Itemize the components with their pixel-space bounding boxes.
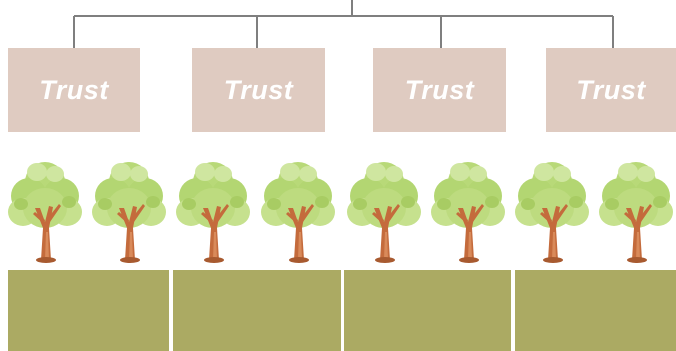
tree-icon xyxy=(176,162,250,263)
tree-icon xyxy=(261,162,335,263)
tree-icon xyxy=(347,162,421,263)
tree-icon xyxy=(8,162,82,263)
trust-box-1: Trust xyxy=(8,48,140,132)
trust-box-2: Trust xyxy=(192,48,325,132)
trust-label: Trust xyxy=(576,74,646,105)
tree-icon xyxy=(515,162,589,263)
trust-label: Trust xyxy=(223,74,294,105)
trust-label: Trust xyxy=(404,74,475,105)
base-block-3 xyxy=(344,270,511,351)
base-block-2 xyxy=(173,270,341,351)
tree-icon xyxy=(431,162,505,263)
base-block-4 xyxy=(515,270,676,351)
trust-box-3: Trust xyxy=(373,48,506,132)
tree-icon xyxy=(599,162,673,263)
trust-box-4: Trust xyxy=(546,48,676,132)
base-block-1 xyxy=(8,270,169,351)
tree-icon xyxy=(92,162,166,263)
trust-label: Trust xyxy=(39,74,109,105)
